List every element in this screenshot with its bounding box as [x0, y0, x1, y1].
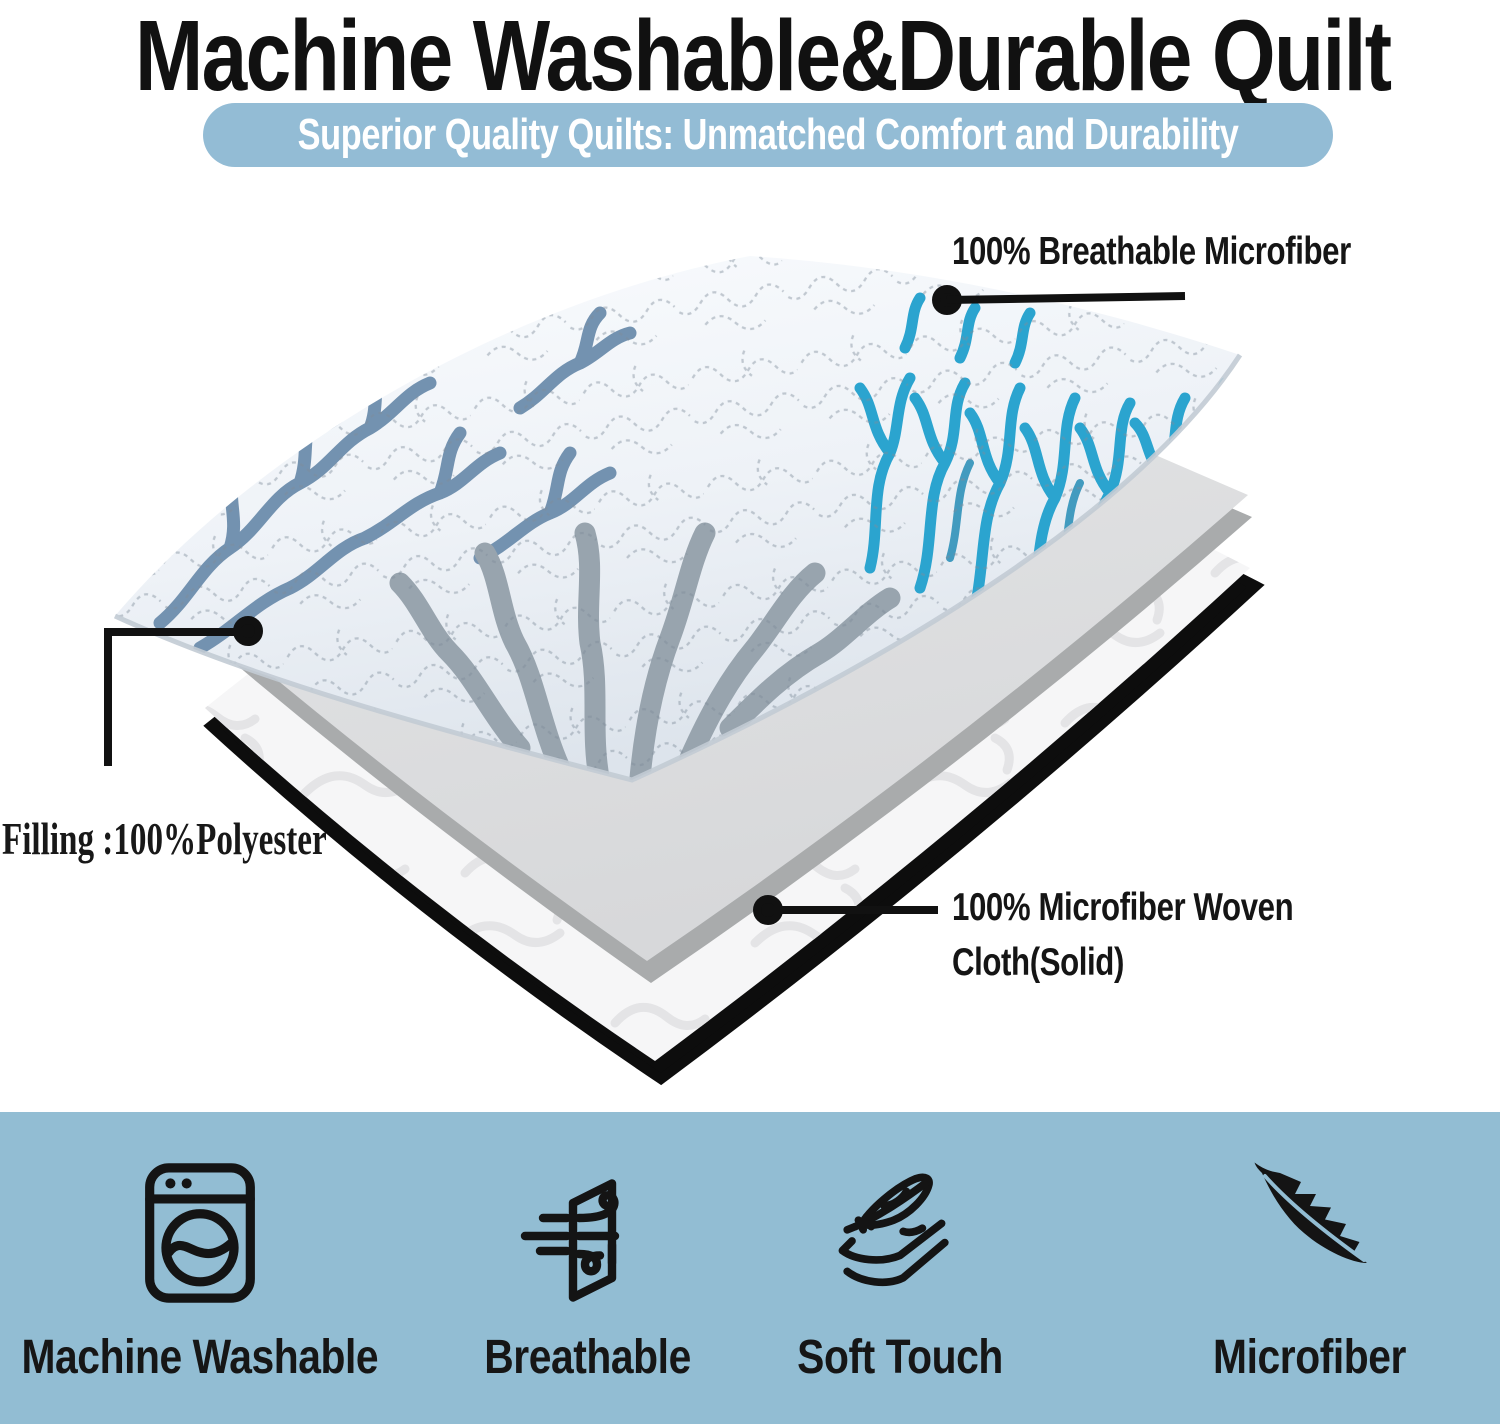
- callout-breathable-microfiber: 100% Breathable Microfiber: [952, 230, 1351, 273]
- feather-icon: [1226, 1152, 1394, 1314]
- callout-line-top: [946, 292, 1186, 304]
- feature-breathable: Breathable: [388, 1152, 788, 1385]
- feature-machine-washable: Machine Washable: [0, 1152, 400, 1385]
- feature-label: Soft Touch: [797, 1331, 1003, 1384]
- feature-label: Machine Washable: [21, 1331, 379, 1384]
- subtitle-banner: Superior Quality Quilts: Unmatched Comfo…: [203, 103, 1333, 167]
- callout-line-filling: [104, 628, 248, 766]
- feature-label: Microfiber: [1213, 1331, 1407, 1384]
- breathable-fabric-icon: [513, 1152, 663, 1314]
- quilt-layers-art: [104, 256, 1265, 1086]
- feature-label: Breathable: [484, 1331, 692, 1384]
- callout-leaders: [104, 285, 1186, 925]
- callout-microfiber-line1: 100% Microfiber Woven: [952, 886, 1294, 929]
- features-band: Machine Washable Breathable: [0, 1112, 1500, 1424]
- feather-on-waves-icon: [812, 1152, 988, 1314]
- page-title: Machine Washable&Durable Quilt: [135, 0, 1392, 112]
- washing-machine-icon: [126, 1152, 274, 1314]
- subtitle-banner-text: Superior Quality Quilts: Unmatched Comfo…: [297, 110, 1239, 159]
- callout-filling-polyester: Filling :100%Polyester: [2, 813, 327, 864]
- layer-printed-quilt: [113, 256, 1243, 783]
- quilt-layers-diagram: 100% Breathable Microfiber Filling :100%…: [0, 228, 1500, 1112]
- feature-microfiber: Microfiber: [1110, 1152, 1500, 1385]
- callout-microfiber-line2: Cloth(Solid): [952, 941, 1124, 984]
- quilt-fold-edge: [113, 353, 1243, 783]
- callout-microfiber-woven-cloth: 100% Microfiber Woven Cloth(Solid): [952, 880, 1294, 990]
- feature-soft-touch: Soft Touch: [700, 1152, 1100, 1385]
